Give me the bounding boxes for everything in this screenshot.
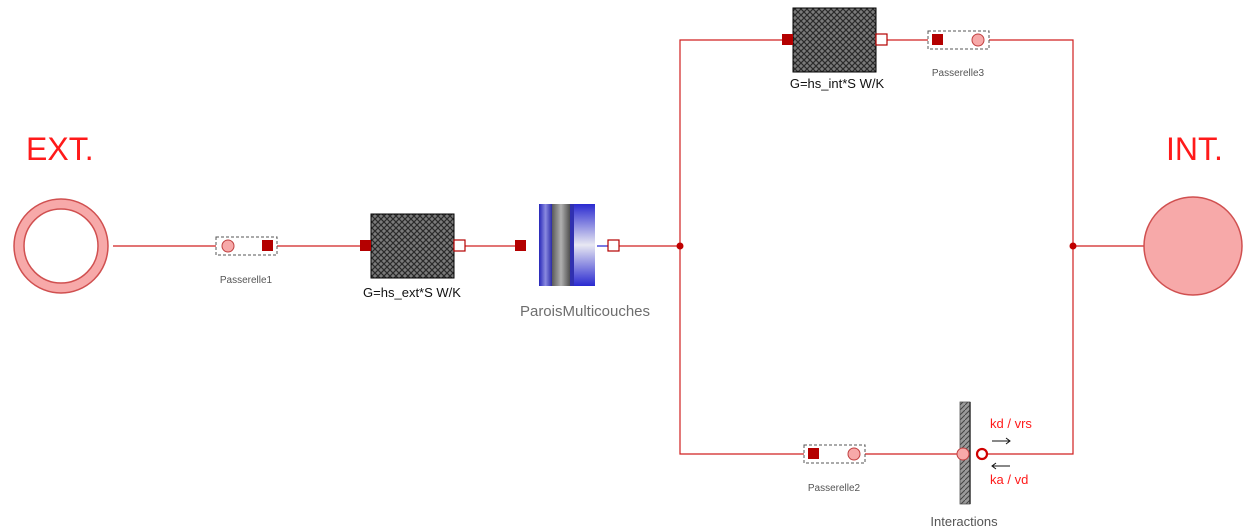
ext-label: EXT.	[26, 131, 94, 167]
port-ring-icon	[975, 447, 989, 461]
passerelle3-label: Passerelle3	[932, 68, 985, 79]
port-filled-icon	[808, 448, 819, 459]
passerelle2-label: Passerelle2	[808, 483, 861, 494]
port-filled-icon	[782, 34, 793, 45]
port-empty-icon	[607, 239, 620, 252]
wire-passerelle3-intnode	[985, 39, 1074, 246]
port-empty-icon	[875, 33, 888, 46]
conductance-int-block[interactable]	[782, 7, 888, 73]
conductance-int-label: G=hs_int*S W/K	[790, 76, 885, 91]
wire-interactions-intnode	[988, 246, 1074, 455]
port-circle-icon	[847, 447, 861, 461]
passerelle2-block[interactable]	[803, 444, 866, 464]
port-filled-icon	[932, 34, 943, 45]
passerelle1-label: Passerelle1	[220, 275, 273, 286]
port-circle-icon	[221, 239, 235, 253]
wall-label: ParoisMulticouches	[520, 303, 650, 320]
junction-node-right	[1069, 242, 1077, 250]
int-temperature-node[interactable]	[1143, 196, 1243, 296]
multilayer-wall-block[interactable]	[515, 204, 620, 286]
wires	[113, 39, 1145, 455]
arrow-left-icon	[991, 462, 1010, 470]
port-circle-icon	[971, 33, 985, 47]
ka-label: ka / vd	[990, 472, 1028, 487]
port-filled-icon	[360, 240, 371, 251]
interactions-label: Interactions	[930, 514, 998, 529]
arrow-right-icon	[992, 437, 1011, 445]
port-filled-icon	[262, 240, 273, 251]
conductance-ext-label: G=hs_ext*S W/K	[363, 285, 461, 300]
kd-label: kd / vrs	[990, 416, 1032, 431]
junction-node-left	[676, 242, 684, 250]
port-filled-icon	[515, 240, 526, 251]
passerelle1-block[interactable]	[215, 236, 278, 256]
wire-node-gint	[679, 39, 786, 246]
port-circle-icon	[956, 447, 970, 461]
ext-temperature-node[interactable]	[13, 198, 109, 294]
int-label: INT.	[1166, 131, 1223, 167]
port-empty-icon	[453, 239, 466, 252]
wire-node-passerelle2	[679, 246, 808, 455]
interactions-block[interactable]	[956, 401, 989, 505]
passerelle3-block[interactable]	[927, 30, 990, 50]
conductance-ext-block[interactable]	[360, 213, 466, 279]
